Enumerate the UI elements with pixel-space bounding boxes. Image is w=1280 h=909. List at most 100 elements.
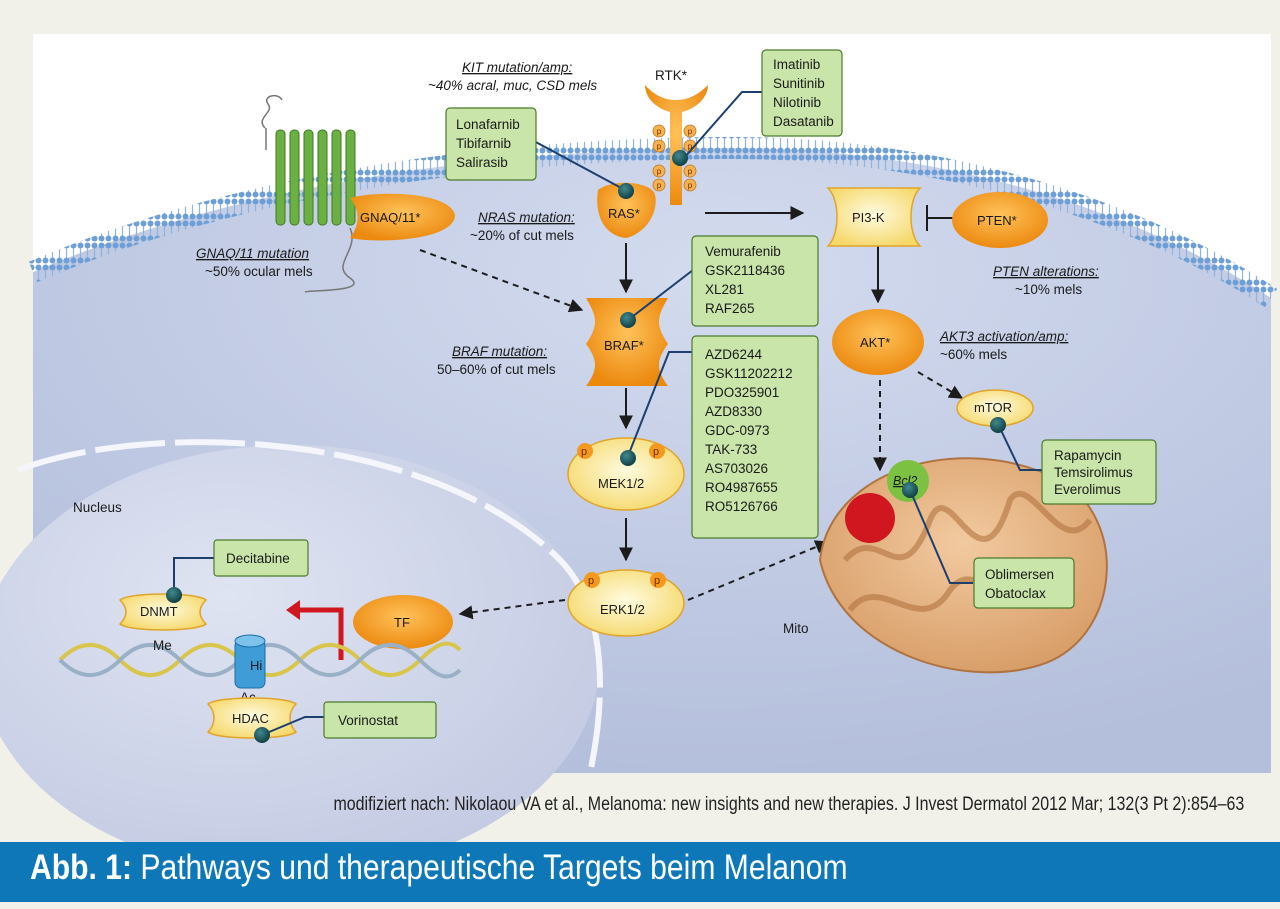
drugbox-rtk: Imatinib Sunitinib Nilotinib Dasatanib [761,49,843,137]
drugbox-bcl2: Oblimersen Obatoclax [973,557,1075,609]
drugbox-hdac: Vorinostat [323,701,437,739]
drug-item: RO5126766 [705,499,778,514]
drug-item: AZD6244 [705,347,763,362]
rtk-phospho-label: p [688,142,693,151]
drug-item: Everolimus [1054,482,1121,497]
arrow-gnaq-braf [419,249,584,313]
erk-phospho-left [584,572,600,588]
drug-item: Obatoclax [985,586,1046,601]
arrow-akt-mtor [917,371,964,399]
drugbox-braf: Vemurafenib GSK2118436 XL281 RAF265 [691,235,819,327]
drugbox-ras: Lonafarnib Tibifarnib Salirasib [445,107,537,181]
inhibitor-dot-mtor [990,417,1006,433]
drugbox-mtor: Rapamycin Temsirolimus Everolimus [1041,439,1157,505]
link-hdac-drugs [261,716,324,736]
drug-item: Imatinib [773,57,820,72]
inhibitor-markers [166,150,1006,743]
braf-annotation-text: 50–60% of cut mels [437,362,556,377]
drug-item: Oblimersen [985,567,1054,582]
ras-node [597,182,656,238]
drug-item: Dasatanib [773,114,834,129]
rtk-phospho-label: p [688,167,693,176]
link-bcl2-drugs [909,489,973,584]
caption-title: Pathways und therapeutische Targets beim… [140,848,848,887]
me-label: Me [153,638,172,653]
link-dnmt-drugs [173,557,214,596]
drug-item: GSK2118436 [705,263,785,278]
hdac-label: HDAC [232,711,269,726]
pi3k-label: PI3-K [852,210,885,225]
nras-annotation-title: NRAS mutation: [478,210,575,225]
transcription-arrow [298,607,344,660]
arrow-erk-tf [458,599,566,620]
histone-label: Hi [250,658,262,673]
gnaq-node [350,193,455,241]
gnaq-annotation-text: ~50% ocular mels [205,264,313,279]
mtor-label: mTOR [974,400,1012,415]
source-citation: modifiziert nach: Nikolaou VA et al., Me… [333,794,1244,815]
drug-item: Tibifarnib [456,136,511,151]
mito-label: Mito [783,621,809,636]
pten-annotation-text: ~10% mels [1015,282,1082,297]
akt-node [832,309,924,375]
akt3-annotation-title: AKT3 activation/amp: [939,329,1069,344]
rtk-phospho-label: p [657,127,662,136]
caption-bar [0,842,1280,902]
tf-node [353,595,453,649]
nuclear-envelope [16,439,603,774]
braf-label: BRAF* [604,338,644,353]
drug-item: XL281 [705,282,744,297]
drug-item: RO4987655 [705,480,778,495]
rtk-phospho-label: p [657,142,662,151]
drug-item: Decitabine [226,551,290,566]
erk-label: ERK1/2 [600,602,645,617]
drugbox-mek: AZD6244 GSK11202212 PDO325901 AZD8330 GD… [691,335,819,539]
link-mtor-drugs [997,423,1042,471]
link-mek-drugs [627,351,693,457]
erk-phospho-label: p [654,575,660,587]
transcription-arrow-head [286,600,300,620]
histone [234,634,266,689]
rtk-phospho-label: p [688,127,693,136]
pten-annotation-title: PTEN alterations: [993,264,1099,279]
mek-phospho-label: p [581,446,587,458]
cell-membrane [28,136,1278,308]
drug-item: Sunitinib [773,76,825,91]
kit-annotation-text: ~40% acral, muc, CSD mels [428,78,597,93]
inhibitor-dot-hdac [254,727,270,743]
drug-item: PDO325901 [705,385,779,400]
inhibitor-dot-bcl2 [902,482,918,498]
mek-phospho-left [577,443,593,459]
rtk-receptor: p p p p p p p p [645,85,708,205]
nucleus-label: Nucleus [73,500,122,515]
drug-item: Vemurafenib [705,244,781,259]
drug-item: AZD8330 [705,404,762,419]
pten-label: PTEN* [977,213,1017,228]
bcl2-node [887,460,929,502]
drug-item: RAF265 [705,301,755,316]
link-braf-drugs [627,269,694,321]
dna-helix [58,641,462,679]
drug-item: TAK-733 [705,442,757,457]
akt-label: AKT* [860,335,890,350]
pten-node [952,192,1048,248]
tf-label: TF [394,615,410,630]
rtk-phospho-label: p [657,181,662,190]
akt3-annotation-text: ~60% mels [940,347,1007,362]
drug-item: Vorinostat [338,713,398,728]
erk-phospho-right [650,572,666,588]
rtk-phospho-label: p [688,181,693,190]
drug-item: Temsirolimus [1054,465,1133,480]
drug-item: AS703026 [705,461,768,476]
drug-item: Lonafarnib [456,117,520,132]
inhibitor-dot-braf [620,312,636,328]
drugbox-dnmt: Decitabine [213,539,309,577]
inhibitor-dot-rtk [672,150,688,166]
erk-phospho-label: p [588,575,594,587]
mito-red-marker [845,493,895,543]
hdac-node [206,697,298,739]
inhibitor-dot-mek [620,450,636,466]
caption-label: Abb. 1: [30,848,133,887]
mek-label: MEK1/2 [598,476,644,491]
